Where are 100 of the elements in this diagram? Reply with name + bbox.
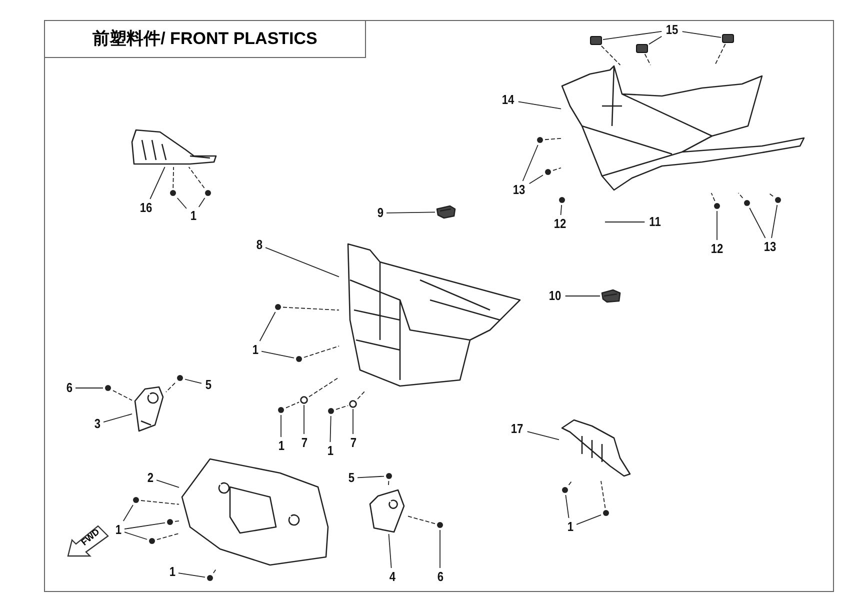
screw-icon — [713, 202, 721, 210]
callout-number: 16 — [136, 200, 156, 216]
callout-number: 4 — [386, 569, 398, 585]
callout-number: 14 — [498, 92, 518, 108]
leader-line — [103, 413, 132, 423]
assembly-line — [406, 516, 436, 524]
screw-icon — [774, 196, 782, 204]
leader-line — [528, 174, 544, 184]
assembly-line — [282, 306, 340, 311]
leader-line — [749, 208, 766, 238]
assembly-line — [304, 346, 340, 358]
leader-line — [576, 514, 602, 525]
leader-line — [124, 522, 166, 530]
callout-number: 10 — [546, 288, 564, 304]
leader-line — [388, 534, 392, 568]
callout-number: 1 — [275, 438, 287, 454]
screw-icon — [148, 537, 156, 545]
leader-line — [716, 210, 718, 240]
leader-line — [526, 431, 560, 440]
bracket-drawing — [368, 488, 406, 533]
screw-icon — [166, 518, 174, 526]
assembly-line — [714, 44, 726, 66]
screw-icon — [561, 486, 569, 494]
callout-number: 2 — [144, 470, 156, 486]
callout-number: 7 — [347, 435, 359, 451]
assembly-line — [600, 480, 606, 508]
assembly-line — [166, 382, 176, 392]
leader-line — [518, 101, 562, 110]
screw-icon — [204, 189, 212, 197]
clip-icon — [590, 36, 602, 45]
leader-line — [602, 30, 662, 40]
screw-icon — [295, 355, 303, 363]
assembly-line — [568, 480, 572, 486]
screw-icon — [274, 303, 282, 311]
screw-icon — [169, 189, 177, 197]
callout-number: 12 — [708, 241, 726, 257]
clip-icon — [601, 289, 621, 303]
assembly-line — [357, 390, 366, 400]
assembly-line — [552, 167, 562, 171]
leader-line — [280, 414, 282, 438]
leader-line — [565, 494, 570, 518]
leader-line — [198, 198, 206, 208]
leader-line — [176, 198, 187, 209]
leader-line — [156, 480, 180, 488]
callout-number: 1 — [187, 208, 199, 224]
leader-line — [178, 572, 206, 578]
assembly-line — [768, 192, 774, 197]
callout-number: 9 — [374, 205, 386, 221]
leader-line — [357, 476, 384, 478]
assembly-line — [308, 376, 340, 398]
assembly-line — [140, 500, 180, 505]
callout-number: 11 — [646, 214, 664, 230]
screw-icon — [104, 384, 112, 392]
assembly-line — [174, 520, 180, 522]
skid-guard-drawing — [180, 457, 330, 567]
assembly-line — [601, 46, 621, 66]
assembly-line — [172, 166, 174, 188]
assembly-line — [336, 405, 348, 410]
screw-icon — [206, 574, 214, 582]
assembly-line — [544, 138, 562, 140]
callout-number: 7 — [298, 435, 310, 451]
leader-line — [386, 212, 436, 214]
title-header: 前塑料件/ FRONT PLASTICS — [44, 20, 366, 58]
side-panel-drawing — [130, 128, 218, 166]
leader-line — [522, 144, 538, 182]
leader-line — [259, 312, 276, 342]
assembly-line — [188, 166, 205, 188]
leader-line — [261, 350, 294, 358]
leader-line — [265, 247, 340, 278]
clip-icon — [436, 205, 456, 219]
leader-line — [352, 408, 354, 434]
bracket-drawing — [133, 385, 165, 433]
screw-icon — [536, 136, 544, 144]
callout-number: 15 — [662, 22, 682, 38]
leader-line — [124, 532, 148, 540]
screw-icon — [544, 168, 552, 176]
leader-line — [560, 204, 562, 216]
callout-number: 6 — [63, 380, 75, 396]
front-cowl-drawing — [562, 66, 805, 192]
assembly-line — [710, 192, 716, 202]
assembly-line — [156, 532, 180, 540]
leader-line — [184, 378, 202, 384]
leader-line — [648, 36, 662, 45]
callout-number: 1 — [324, 443, 336, 459]
callout-number: 5 — [345, 470, 357, 486]
clip-icon — [636, 44, 648, 53]
assembly-line — [286, 402, 300, 408]
callout-number: 1 — [166, 564, 178, 580]
screw-icon — [327, 407, 335, 415]
callout-number: 5 — [202, 377, 214, 393]
washer-icon — [300, 396, 308, 404]
leader-line — [150, 166, 166, 200]
assembly-line — [112, 390, 132, 401]
leader-line — [771, 204, 778, 238]
callout-number: 12 — [550, 216, 570, 232]
callout-number: 1 — [249, 342, 261, 358]
callout-number: 8 — [253, 237, 265, 253]
callout-number: 13 — [510, 182, 528, 198]
callout-number: 17 — [508, 421, 526, 437]
callout-number: 3 — [91, 416, 103, 432]
